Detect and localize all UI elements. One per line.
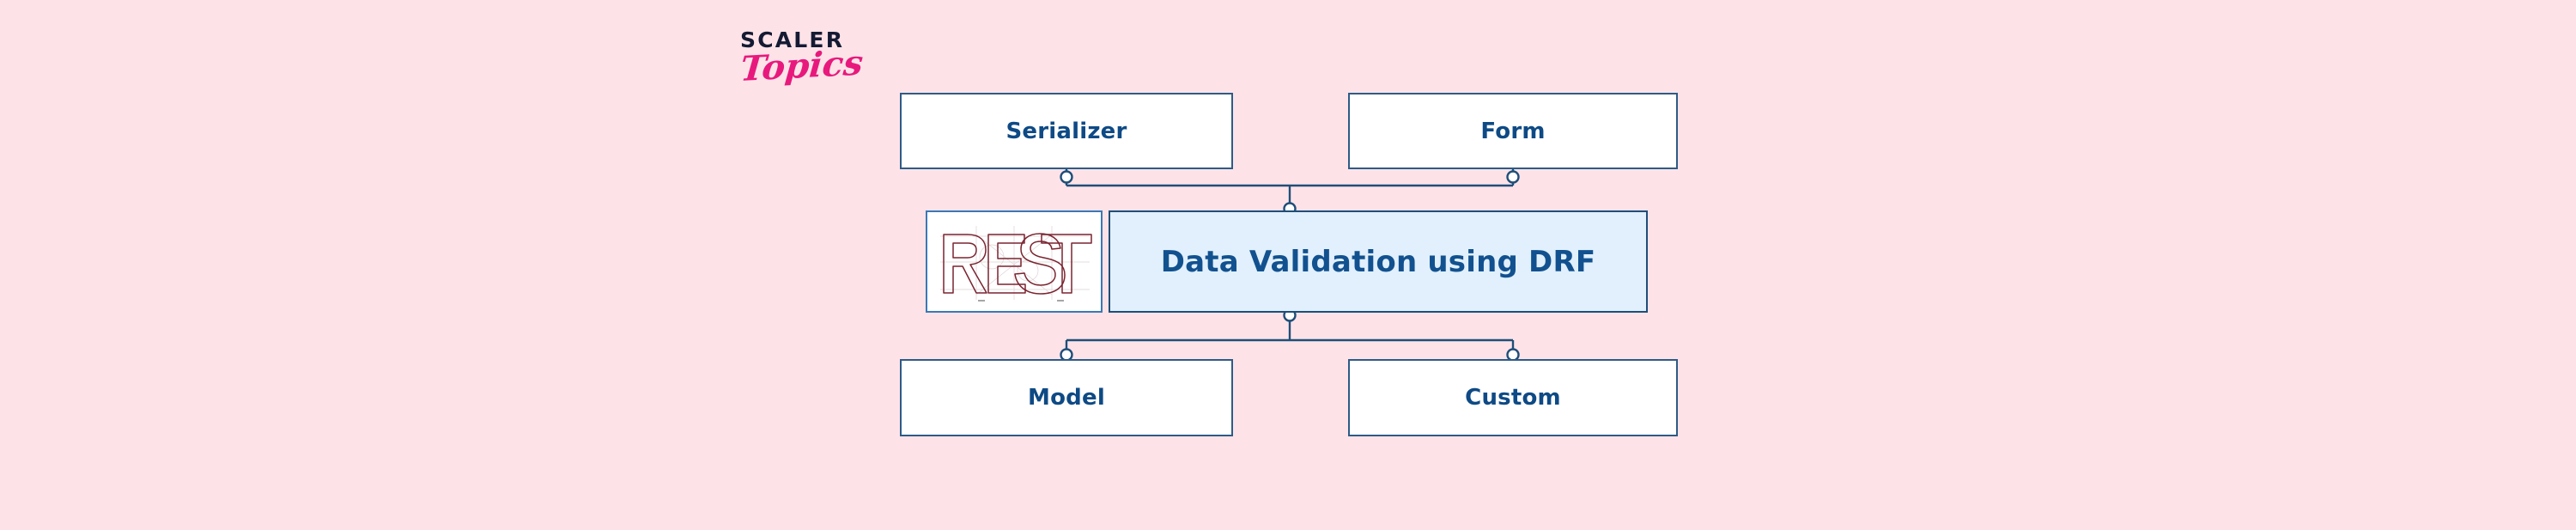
node-serializer-label: Serializer xyxy=(1005,118,1127,144)
node-serializer[interactable]: Serializer xyxy=(900,93,1233,169)
rest-logo-icon xyxy=(940,225,1092,302)
node-form[interactable]: Form xyxy=(1348,93,1678,169)
connector-endpoint-serializer xyxy=(1060,170,1073,184)
node-custom-label: Custom xyxy=(1465,385,1561,411)
node-custom[interactable]: Custom xyxy=(1348,359,1678,436)
logo-wordmark: SCALER xyxy=(740,27,845,52)
connector-endpoint-form xyxy=(1506,170,1520,184)
node-data-validation-drf[interactable]: Data Validation using DRF xyxy=(1109,210,1648,313)
node-model-label: Model xyxy=(1028,385,1105,411)
node-model[interactable]: Model xyxy=(900,359,1233,436)
rest-logo-badge[interactable] xyxy=(926,210,1103,313)
scaler-topics-logo: SCALER Topics xyxy=(738,27,878,98)
node-data-validation-drf-label: Data Validation using DRF xyxy=(1160,244,1596,279)
node-form-label: Form xyxy=(1480,118,1546,144)
logo-script-word: Topics xyxy=(738,42,866,89)
